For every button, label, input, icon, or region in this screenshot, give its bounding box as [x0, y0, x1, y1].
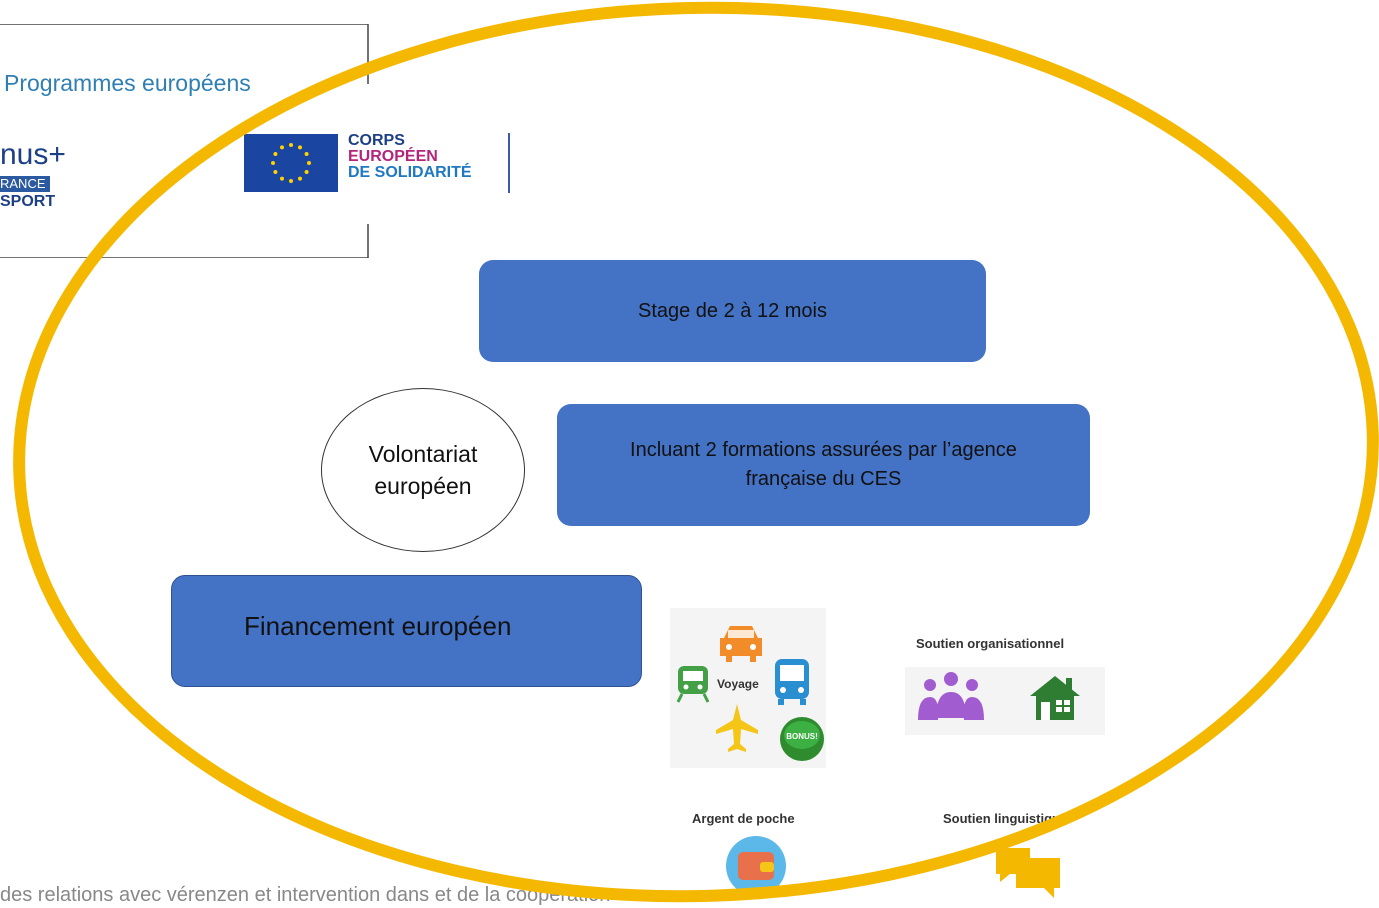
eu-star-icon — [289, 179, 293, 183]
argent-de-poche-title: Argent de poche — [692, 811, 795, 826]
wallet-icon — [726, 836, 786, 896]
formation-box: Incluant 2 formations assurées par l’age… — [557, 404, 1090, 526]
bus-icon — [775, 659, 809, 705]
formation-text: Incluant 2 formations assurées par l’age… — [630, 439, 1017, 490]
eu-star-icon — [304, 170, 309, 174]
group-people-icon — [918, 672, 984, 720]
erasmus-logo-mark: nus+ — [0, 138, 66, 171]
soutien-linguistique-title: Soutien linguistique — [943, 811, 1068, 826]
eu-star-icon — [307, 161, 311, 165]
chat-bubbles-icon — [996, 848, 1060, 898]
eu-star-icon — [298, 145, 302, 150]
ces-logo: CORPS EUROPÉEN DE SOLIDARITÉ — [348, 133, 472, 181]
stage-text: Stage de 2 à 12 mois — [637, 299, 827, 322]
ces-logo-line2: EUROPÉEN — [348, 148, 438, 165]
car-icon — [720, 626, 762, 662]
soutien-organisationnel-title: Soutien organisationnel — [916, 636, 1065, 651]
eu-star-icon — [271, 161, 275, 165]
train-icon — [676, 666, 710, 703]
eu-star-icon — [273, 170, 278, 174]
house-icon — [1030, 676, 1080, 720]
financement-box: Financement européen — [171, 575, 642, 687]
card-title: Programmes européens — [4, 70, 251, 96]
eu-flag-icon — [244, 134, 338, 192]
eu-star-icon — [289, 143, 293, 147]
stage-box: Stage de 2 à 12 mois — [479, 260, 986, 362]
eu-star-icon — [280, 145, 284, 150]
bonus-text: BONUS! — [786, 732, 818, 741]
erasmus-logo-sport: SPORT — [0, 193, 56, 210]
eu-star-icon — [298, 176, 302, 181]
airplane-icon — [716, 704, 758, 752]
financement-text: Financement européen — [244, 610, 512, 641]
erasmus-logo-tag: RANCE — [0, 176, 50, 192]
eu-star-icon — [280, 176, 284, 181]
ces-logo-line1: CORPS — [348, 132, 405, 149]
ces-logo-divider — [508, 133, 510, 193]
footer-text: des relations avec vérenzen et intervent… — [0, 884, 611, 906]
ces-logo-line3: DE SOLIDARITÉ — [348, 164, 472, 181]
volontariat-circle: Volontariat européen — [321, 388, 525, 552]
eu-star-icon — [273, 152, 278, 156]
volontariat-text: Volontariat européen — [368, 441, 478, 499]
bonus-button-icon: BONUS! — [780, 717, 824, 761]
eu-star-icon — [304, 152, 309, 156]
voyage-label: Voyage — [717, 677, 759, 691]
